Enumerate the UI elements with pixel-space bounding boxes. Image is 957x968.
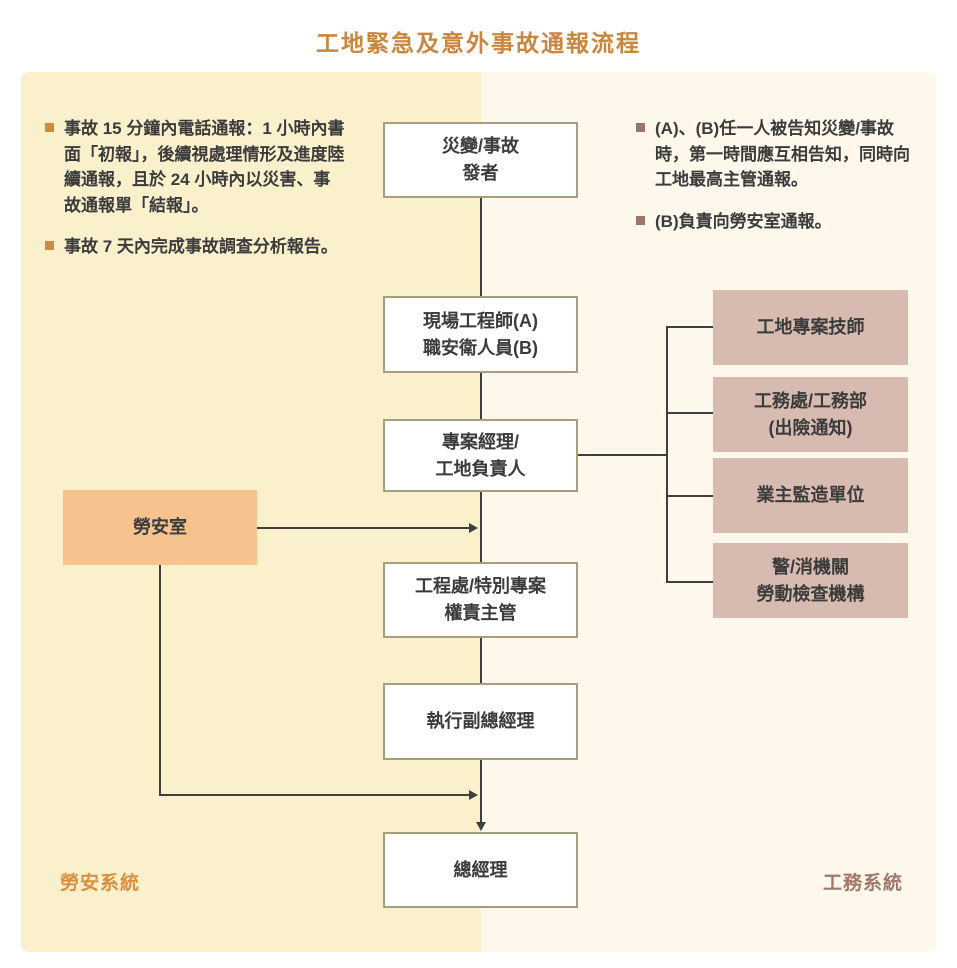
right-notes-list: (A)、(B)任一人被告知災變/事故時，第一時間應互相告知，同時向工地最高主管通… — [636, 116, 924, 234]
bullet-square-icon — [636, 123, 645, 132]
note-text: (B)負責向勞安室通報。 — [655, 211, 832, 231]
arrowhead-right-icon — [469, 523, 478, 533]
connector-line — [159, 794, 470, 796]
flow-box-engineering-dept-supervisor: 工程處/特別專案 權責主管 — [383, 562, 578, 638]
note-text: 事故 7 天內完成事故調查分析報告。 — [64, 237, 338, 256]
connector-line — [480, 638, 482, 683]
flow-box-executive-vp: 執行副總經理 — [383, 683, 578, 760]
connector-line — [666, 326, 713, 328]
works-system-label: 工務系統 — [823, 873, 904, 894]
connector-line — [257, 527, 470, 529]
side-box-site-project-technician: 工地專案技師 — [713, 290, 908, 365]
arrowhead-right-icon — [469, 790, 478, 800]
labor-safety-office-box: 勞安室 — [63, 490, 257, 565]
list-item: (A)、(B)任一人被告知災變/事故時，第一時間應互相告知，同時向工地最高主管通… — [636, 116, 924, 193]
connector-line — [666, 495, 713, 497]
connector-line — [666, 412, 713, 414]
connector-line — [480, 373, 482, 419]
connector-line — [159, 565, 161, 796]
connector-line — [666, 326, 668, 583]
bullet-square-icon — [636, 215, 645, 225]
flow-box-project-manager: 專案經理/ 工地負責人 — [383, 419, 578, 492]
arrowhead-down-icon — [476, 822, 486, 831]
side-box-works-dept-insurance-notice: 工務處/工務部 (出險通知) — [713, 377, 908, 452]
bullet-square-icon — [45, 123, 54, 132]
flow-box-general-manager: 總經理 — [383, 832, 578, 908]
note-text: 事故 15 分鐘內電話通報：1 小時內書面「初報」，後續視處理情形及進度陸續通報… — [64, 119, 345, 215]
note-text: (A)、(B)任一人被告知災變/事故時，第一時間應互相告知，同時向工地最高主管通… — [655, 119, 910, 189]
connector-line — [578, 454, 667, 456]
connector-line — [480, 492, 482, 562]
flow-box-site-engineer: 現場工程師(A) 職安衛人員(B) — [383, 296, 578, 373]
left-notes-list: 事故 15 分鐘內電話通報：1 小時內書面「初報」，後續視處理情形及進度陸續通報… — [45, 116, 347, 260]
labor-safety-system-label: 勞安系統 — [60, 873, 141, 894]
list-item: (B)負責向勞安室通報。 — [636, 209, 924, 235]
connector-line — [480, 198, 482, 296]
connector-line — [480, 760, 482, 823]
connector-line — [666, 581, 713, 583]
side-box-police-fire-labor-inspection: 警/消機關 勞動檢查機構 — [713, 543, 908, 618]
list-item: 事故 7 天內完成事故調查分析報告。 — [45, 234, 347, 260]
side-box-owner-supervision-unit: 業主監造單位 — [713, 458, 908, 533]
flow-box-incident-reporter: 災變/事故 發者 — [383, 122, 578, 198]
page-title: 工地緊急及意外事故通報流程 — [316, 30, 641, 56]
bullet-square-icon — [45, 241, 54, 250]
list-item: 事故 15 分鐘內電話通報：1 小時內書面「初報」，後續視處理情形及進度陸續通報… — [45, 116, 347, 218]
